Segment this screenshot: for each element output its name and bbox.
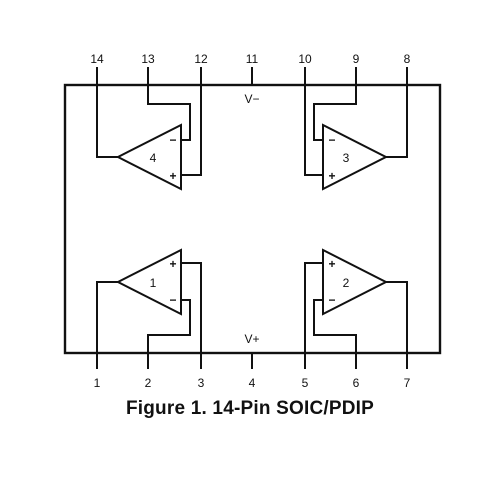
pin-number-3: 3 bbox=[198, 376, 205, 390]
amp1-triangle bbox=[115, 248, 182, 316]
figure-caption: Figure 1. 14-Pin SOIC/PDIP bbox=[125, 398, 375, 419]
amp2-inverting-sign: − bbox=[328, 293, 335, 307]
amp3-number: 3 bbox=[343, 151, 350, 165]
amp2-triangle bbox=[322, 248, 389, 316]
amplifier-3: − + 3 bbox=[304, 84, 408, 191]
pin-number-12: 12 bbox=[194, 52, 208, 66]
amp3-inverting-wire bbox=[313, 84, 357, 141]
pin-number-10: 10 bbox=[298, 52, 312, 66]
amp2-output-wire bbox=[385, 281, 408, 354]
pin-number-8: 8 bbox=[404, 52, 411, 66]
amp2-noninverting-wire bbox=[304, 262, 324, 354]
amp1-output-wire bbox=[96, 281, 119, 354]
amp1-noninverting-sign: + bbox=[169, 257, 176, 271]
pin-number-6: 6 bbox=[353, 376, 360, 390]
v-negative-label: V− bbox=[244, 92, 259, 106]
pin-number-2: 2 bbox=[145, 376, 152, 390]
amplifier-4: − + 4 bbox=[96, 84, 202, 191]
amp2-inverting-wire bbox=[313, 299, 357, 354]
amp4-output-wire bbox=[96, 84, 119, 158]
amp4-inverting-wire bbox=[147, 84, 191, 141]
amplifier-1: + − 1 bbox=[96, 248, 202, 354]
amp1-inverting-sign: − bbox=[169, 293, 176, 307]
top-pin-numbers: 14 13 12 11 10 9 8 bbox=[90, 52, 410, 66]
amp3-triangle bbox=[322, 123, 389, 191]
package-body bbox=[63, 83, 442, 355]
pin-number-13: 13 bbox=[141, 52, 155, 66]
amp4-noninverting-sign: + bbox=[169, 169, 176, 183]
pin-number-14: 14 bbox=[90, 52, 104, 66]
amp1-inverting-wire bbox=[147, 299, 191, 354]
v-positive-label: V+ bbox=[244, 332, 259, 346]
pin-number-7: 7 bbox=[404, 376, 411, 390]
amp3-noninverting-wire bbox=[304, 84, 324, 176]
amp4-inverting-sign: − bbox=[169, 133, 176, 147]
amp2-number: 2 bbox=[343, 276, 350, 290]
amp1-noninverting-wire bbox=[180, 262, 202, 354]
pin-number-1: 1 bbox=[94, 376, 101, 390]
amp4-noninverting-wire bbox=[180, 84, 202, 176]
amp1-number: 1 bbox=[150, 276, 157, 290]
pin-number-11: 11 bbox=[246, 52, 259, 66]
amplifier-2: + − 2 bbox=[304, 248, 408, 354]
amp3-output-wire bbox=[385, 84, 408, 158]
pin-number-5: 5 bbox=[302, 376, 309, 390]
bottom-pin-numbers: 1 2 3 4 5 6 7 bbox=[94, 376, 411, 390]
amp3-noninverting-sign: + bbox=[328, 169, 335, 183]
amp3-inverting-sign: − bbox=[328, 133, 335, 147]
amp2-noninverting-sign: + bbox=[328, 257, 335, 271]
pin-number-4: 4 bbox=[249, 376, 256, 390]
amp4-triangle bbox=[115, 123, 182, 191]
bottom-pin-leads bbox=[96, 352, 408, 369]
pin-number-9: 9 bbox=[353, 52, 360, 66]
amp4-number: 4 bbox=[150, 151, 157, 165]
top-pin-leads bbox=[96, 67, 408, 86]
